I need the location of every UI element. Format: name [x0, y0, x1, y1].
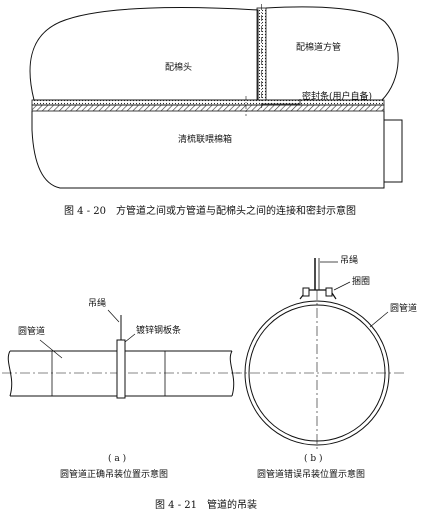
- fig21b-drawing: [232, 258, 404, 452]
- fig20-caption: 图 4 - 20 方管道之间或方管道与配棉头之间的连接和密封示意图: [64, 206, 357, 217]
- fig21a-drawing: [2, 309, 240, 399]
- label-b-hoop: 捆圈: [352, 277, 371, 287]
- cotton-head-outline: [29, 7, 259, 101]
- seal-leader: [262, 99, 301, 105]
- square-duct-outline: [265, 6, 399, 101]
- label-b-round-duct: 圆管道: [390, 304, 418, 314]
- fig21-caption: 图 4 - 21 管道的吊装: [155, 500, 258, 511]
- label-b-hanging-rope: 吊绳: [340, 256, 359, 266]
- label-cleaning-box: 清梳联喂棉箱: [178, 135, 233, 145]
- label-a-galv-strip: 镀锌钢板条: [136, 326, 182, 336]
- cleaning-box-outline: [31, 111, 385, 189]
- cleaning-box-side: [383, 119, 403, 183]
- label-cotton-square-duct: 配棉道方管: [296, 43, 342, 53]
- sublabel-b: ( b ): [304, 454, 323, 464]
- fig20-drawing: [29, 4, 403, 189]
- label-a-round-duct: 圆管道: [18, 327, 46, 337]
- seal-strip-hatched: [31, 104, 385, 112]
- subcaption-b: 圆管道错误吊装位置示意图: [257, 470, 366, 480]
- subcaption-a: 圆管道正确吊装位置示意图: [60, 470, 169, 480]
- label-seal-strip: 密封条(用户自备): [302, 92, 373, 102]
- label-cotton-head: 配棉头: [165, 63, 193, 73]
- label-a-hanging-rope: 吊绳: [88, 299, 107, 309]
- galv-strip-a: [116, 339, 126, 399]
- sublabel-a: ( a ): [108, 454, 127, 464]
